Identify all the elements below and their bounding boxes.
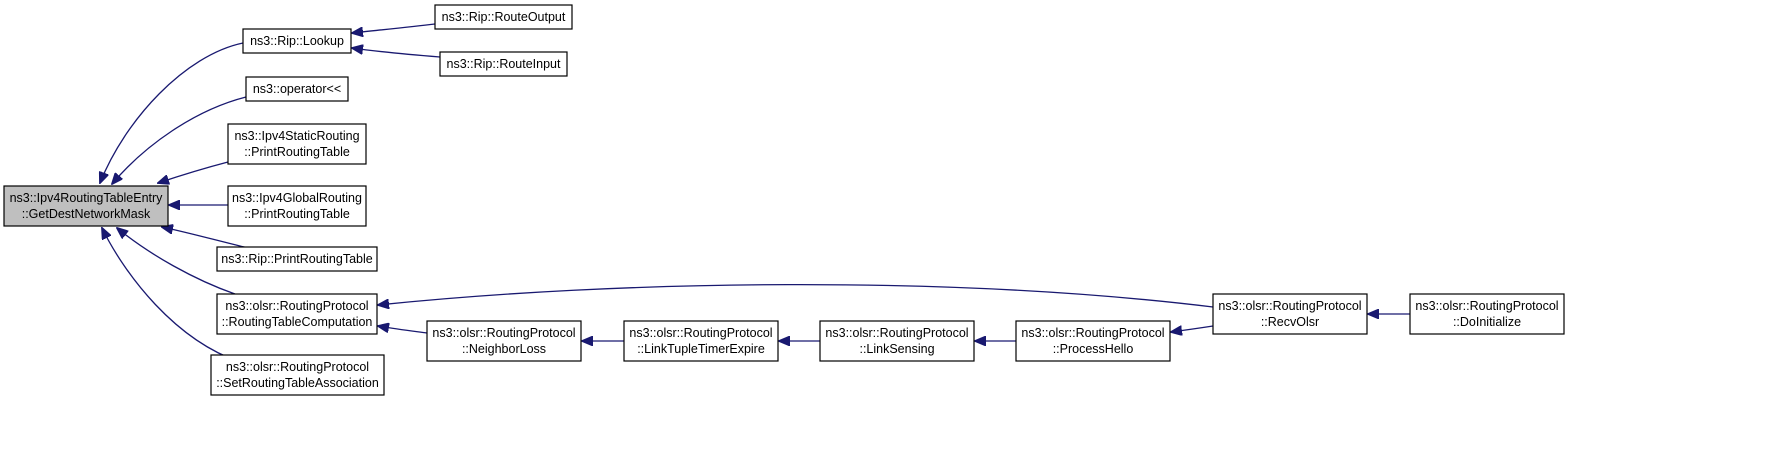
edge-n7-to-n0	[162, 227, 249, 249]
node-label: ::PrintRoutingTable	[244, 207, 350, 221]
node-box	[439, 51, 568, 77]
node-label: ns3::Ipv4GlobalRouting	[232, 191, 362, 205]
graph-node[interactable]: ns3::olsr::RoutingProtocol::SetRoutingTa…	[210, 354, 385, 396]
graph-node[interactable]: ns3::olsr::RoutingProtocol::ProcessHello	[1015, 320, 1171, 362]
node-box	[242, 28, 352, 54]
node-label: ns3::olsr::RoutingProtocol	[629, 326, 772, 340]
node-label: ::NeighborLoss	[462, 342, 546, 356]
node-box	[434, 4, 573, 30]
edge-n4-to-n0	[112, 96, 247, 184]
graph-node[interactable]: ns3::olsr::RoutingProtocol::DoInitialize	[1409, 293, 1565, 335]
graph-node[interactable]: ns3::operator<<	[245, 76, 349, 102]
edge-n14-to-n13	[1171, 325, 1214, 332]
node-label: ns3::Rip::Lookup	[250, 34, 344, 48]
edge-n8-to-n0	[117, 228, 236, 295]
focus-node: ns3::Ipv4RoutingTableEntry::GetDestNetwo…	[3, 185, 169, 227]
node-box	[216, 293, 378, 335]
node-label: ns3::Ipv4RoutingTableEntry	[10, 191, 164, 205]
node-label: ns3::olsr::RoutingProtocol	[225, 299, 368, 313]
node-box	[3, 185, 169, 227]
node-box	[210, 354, 385, 396]
edge-n3-to-n1	[352, 48, 441, 58]
graph-node[interactable]: ns3::Rip::RouteInput	[439, 51, 568, 77]
graph-node[interactable]: ns3::olsr::RoutingProtocol::RoutingTable…	[216, 293, 378, 335]
node-label: ::PrintRoutingTable	[244, 145, 350, 159]
node-label: ::RecvOlsr	[1261, 315, 1319, 329]
node-label: ns3::olsr::RoutingProtocol	[1415, 299, 1558, 313]
edge-n1-to-n0	[100, 42, 244, 183]
node-label: ns3::olsr::RoutingProtocol	[1218, 299, 1361, 313]
node-label: ::LinkSensing	[859, 342, 934, 356]
node-box	[1409, 293, 1565, 335]
graph-node[interactable]: ns3::olsr::RoutingProtocol::LinkSensing	[819, 320, 975, 362]
edge-n2-to-n1	[352, 23, 436, 33]
graph-node[interactable]: ns3::Rip::PrintRoutingTable	[216, 246, 378, 272]
graph-node[interactable]: ns3::Ipv4StaticRouting::PrintRoutingTabl…	[227, 123, 367, 165]
edge-n10-to-n8	[378, 326, 428, 334]
node-box	[216, 246, 378, 272]
node-layer: ns3::Ipv4RoutingTableEntry::GetDestNetwo…	[3, 4, 1565, 396]
edge-n5-to-n0	[158, 161, 229, 183]
node-box	[426, 320, 582, 362]
node-label: ::DoInitialize	[1453, 315, 1521, 329]
edge-n9-to-n0	[102, 228, 241, 363]
node-label: ::SetRoutingTableAssociation	[216, 376, 379, 390]
graph-node[interactable]: ns3::Rip::Lookup	[242, 28, 352, 54]
graph-node[interactable]: ns3::olsr::RoutingProtocol::LinkTupleTim…	[623, 320, 779, 362]
graph-node[interactable]: ns3::olsr::RoutingProtocol::NeighborLoss	[426, 320, 582, 362]
node-label: ::LinkTupleTimerExpire	[637, 342, 765, 356]
node-box	[227, 123, 367, 165]
node-label: ::GetDestNetworkMask	[22, 207, 151, 221]
graph-node[interactable]: ns3::Ipv4GlobalRouting::PrintRoutingTabl…	[227, 185, 367, 227]
node-label: ns3::operator<<	[253, 82, 341, 96]
node-box	[245, 76, 349, 102]
node-label: ns3::Rip::RouteOutput	[442, 10, 566, 24]
node-label: ::RoutingTableComputation	[222, 315, 373, 329]
node-label: ns3::olsr::RoutingProtocol	[226, 360, 369, 374]
node-box	[227, 185, 367, 227]
node-box	[819, 320, 975, 362]
node-label: ns3::olsr::RoutingProtocol	[825, 326, 968, 340]
node-box	[623, 320, 779, 362]
node-box	[1212, 293, 1368, 335]
node-label: ns3::Rip::RouteInput	[447, 57, 561, 71]
graph-node[interactable]: ns3::olsr::RoutingProtocol::RecvOlsr	[1212, 293, 1368, 335]
node-box	[1015, 320, 1171, 362]
edge-n14-to-n8	[378, 283, 1214, 307]
node-label: ns3::olsr::RoutingProtocol	[432, 326, 575, 340]
edge-layer	[100, 23, 1410, 363]
node-label: ns3::Ipv4StaticRouting	[234, 129, 359, 143]
node-label: ::ProcessHello	[1053, 342, 1134, 356]
graph-node[interactable]: ns3::Rip::RouteOutput	[434, 4, 573, 30]
node-label: ns3::Rip::PrintRoutingTable	[221, 252, 373, 266]
node-label: ns3::olsr::RoutingProtocol	[1021, 326, 1164, 340]
